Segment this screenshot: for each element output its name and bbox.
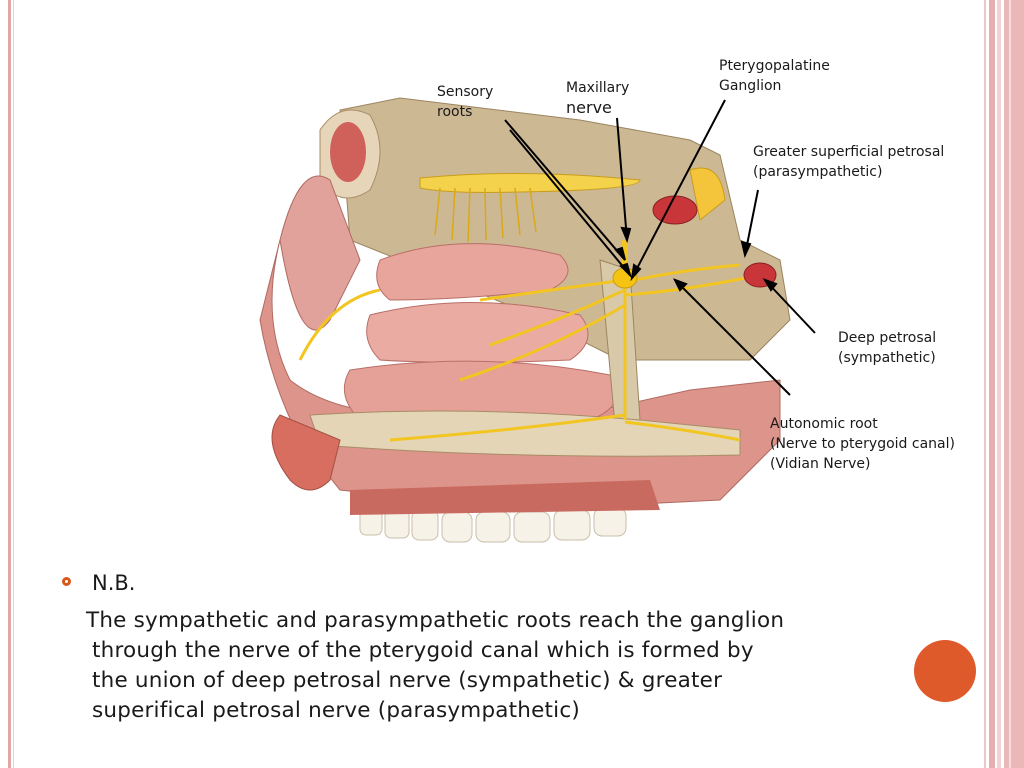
label-line: (Vidian Nerve): [770, 456, 871, 472]
decorative-orange-circle: [914, 640, 976, 702]
trigeminal-root: [689, 167, 726, 221]
note-line: through the nerve of the pterygoid canal…: [92, 638, 754, 663]
label-line: (sympathetic): [838, 350, 936, 366]
label-maxillary-nerve: Maxillary nerve: [566, 78, 629, 118]
label-line: Autonomic root: [770, 416, 878, 432]
right-frame-stripe: [989, 0, 995, 768]
label-line: roots: [437, 104, 473, 120]
label-pterygopalatine-ganglion: Pterygopalatine Ganglion: [719, 56, 830, 96]
label-line: Sensory: [437, 84, 494, 100]
bullet-circle-icon: [62, 577, 71, 586]
label-deep-petrosal: Deep petrosal (sympathetic): [838, 328, 936, 368]
middle-concha: [366, 302, 589, 363]
left-frame-inner-line: [13, 0, 14, 768]
label-line: Ganglion: [719, 78, 782, 94]
label-autonomic-root: Autonomic root (Nerve to pterygoid canal…: [770, 414, 955, 474]
right-frame-stripe: [1004, 0, 1024, 768]
label-line: (Nerve to pterygoid canal): [770, 436, 955, 452]
gum: [350, 480, 660, 515]
right-frame-stripe: [1009, 0, 1011, 768]
label-line: Pterygopalatine: [719, 58, 830, 74]
label-line: Maxillary: [566, 80, 630, 96]
nose-outline: [279, 175, 361, 331]
note-line: superifical petrosal nerve (parasympathe…: [92, 698, 580, 723]
right-frame-stripe: [997, 0, 1001, 768]
note-line: the union of deep petrosal nerve (sympat…: [92, 668, 723, 693]
label-line: nerve: [566, 98, 612, 117]
olfactory-filaments: [434, 187, 537, 243]
frontal-sinus-cavity: [330, 122, 366, 182]
note-line: The sympathetic and parasympathetic root…: [86, 608, 785, 633]
label-line: Greater superficial petrosal: [753, 144, 945, 160]
bullet-heading: N.B.: [92, 571, 136, 595]
label-line: Deep petrosal: [838, 330, 937, 346]
lip: [271, 414, 341, 491]
label-sensory-roots: Sensory roots: [437, 82, 493, 122]
anatomy-illustration: [259, 97, 816, 543]
label-line: (parasympathetic): [753, 164, 883, 180]
left-frame-line: [8, 0, 11, 768]
note-paragraph: The sympathetic and parasympathetic root…: [86, 606, 906, 726]
label-greater-superficial-petrosal: Greater superficial petrosal (parasympat…: [753, 142, 944, 182]
right-frame-stripe: [984, 0, 986, 768]
cut-artery: [652, 195, 698, 225]
pointer-arrows: [504, 99, 816, 396]
